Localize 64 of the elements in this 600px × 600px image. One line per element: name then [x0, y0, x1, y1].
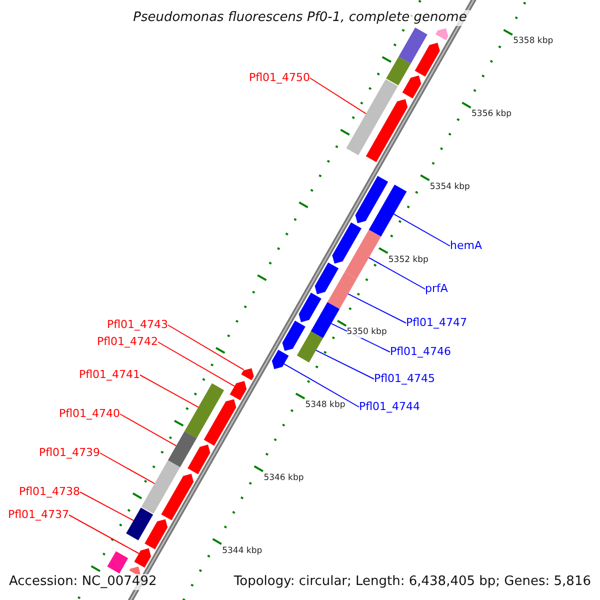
gene-label: Pfl01_4741 [78, 368, 140, 382]
scale-label: 5354 kbp [430, 182, 470, 193]
gene-feature [296, 331, 323, 362]
gene-feature [344, 230, 381, 279]
gene-feature [161, 474, 194, 520]
gene-label: Pfl01_4739 [38, 446, 100, 460]
scale-label: 5358 kbp [513, 36, 554, 48]
gene-label: Pfl01_4747 [406, 316, 468, 330]
gene-feature [272, 350, 289, 370]
gene-feature [327, 272, 357, 309]
gene-feature [386, 56, 411, 86]
scale-label: 5350 kbp [346, 327, 387, 338]
gene-label: Pfl01_4742 [96, 335, 158, 349]
gene-feature [355, 176, 388, 224]
gene-feature [310, 302, 340, 338]
leader-line [393, 214, 450, 246]
leader-line [310, 78, 366, 114]
gene-feature [298, 292, 322, 322]
gene-feature [346, 79, 398, 156]
leader-line [140, 374, 199, 408]
gene-feature [168, 431, 197, 468]
leader-line [368, 257, 426, 290]
gene-feature [204, 399, 236, 446]
gene-label: prfA [425, 282, 448, 296]
leader-line [316, 350, 374, 380]
gene-label: Pfl01_4744 [359, 400, 420, 414]
gene-feature [366, 99, 408, 162]
leader-line [158, 342, 235, 387]
gene-feature [184, 383, 224, 438]
leader-line [168, 324, 244, 370]
gene-label: Pfl01_4737 [8, 508, 69, 522]
gene-feature [141, 460, 180, 514]
gene-label: hemA [450, 239, 482, 253]
gene-feature [436, 28, 448, 40]
gene-label: Pfl01_4738 [18, 485, 80, 499]
gene-feature [188, 444, 210, 474]
gene-label: Pfl01_4746 [390, 345, 452, 359]
gene-feature [402, 76, 422, 98]
leader-line [68, 514, 140, 554]
scale-label: 5348 kbp [305, 400, 346, 411]
gene-label: Pfl01_4740 [58, 407, 120, 421]
gene-label: Pfl01_4745 [374, 372, 436, 386]
scale-label: 5346 kbp [264, 472, 304, 484]
gene-feature [332, 222, 362, 264]
scale-label: 5344 kbp [222, 546, 262, 556]
leader-line [80, 492, 134, 521]
gene-feature [398, 28, 428, 64]
leader-line [120, 414, 177, 446]
gene-feature [107, 551, 128, 574]
gene-label: Pfl01_4743 [106, 318, 168, 332]
leader-line [284, 363, 360, 408]
scale-label: 5352 kbp [388, 254, 428, 266]
gene-feature [126, 508, 154, 540]
gene-feature [414, 42, 440, 77]
gene-feature [314, 262, 339, 294]
scale-label: 5356 kbp [472, 109, 512, 120]
gene-feature [241, 368, 254, 380]
gene-feature [134, 548, 151, 568]
gene-feature [144, 519, 168, 550]
leader-line [100, 452, 156, 484]
gene-label: Pfl01_4750 [248, 71, 310, 85]
gene-feature [282, 320, 306, 351]
gene-feature [230, 381, 247, 400]
gene-feature [368, 184, 407, 237]
